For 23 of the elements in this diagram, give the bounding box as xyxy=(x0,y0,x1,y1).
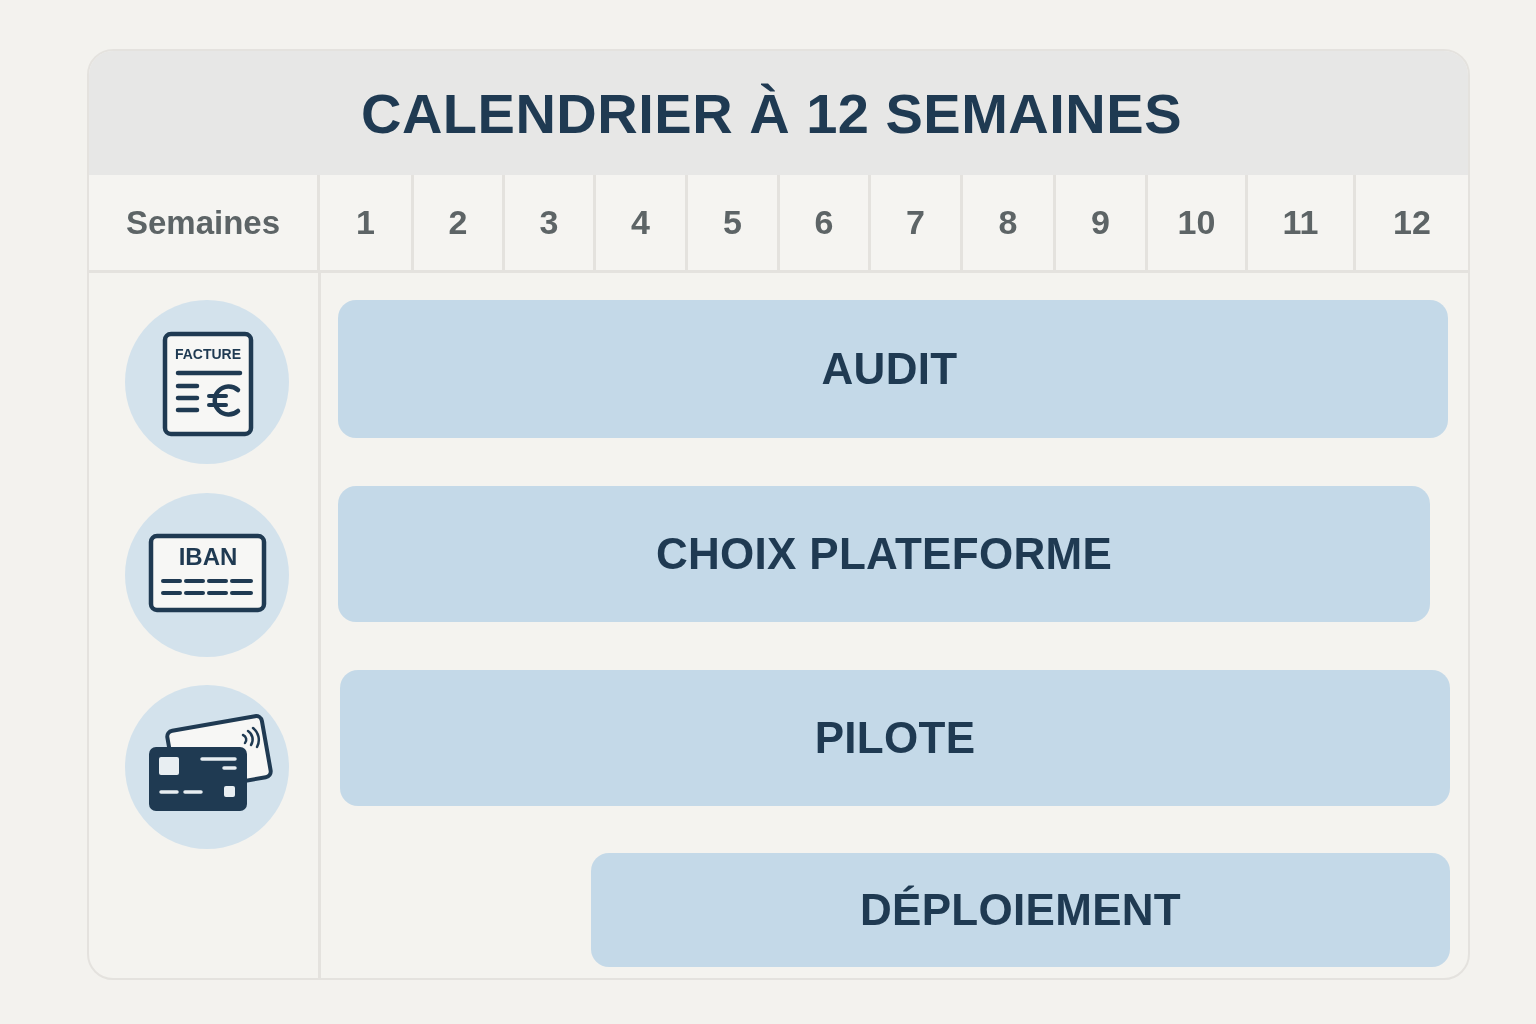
diagram-title: CALENDRIER À 12 SEMAINES xyxy=(361,80,1182,146)
phase-label: CHOIX PLATEFORME xyxy=(655,529,1113,579)
week-number: 4 xyxy=(596,175,688,273)
week-number: 7 xyxy=(871,175,963,273)
phase-label: AUDIT xyxy=(821,344,958,394)
week-number: 2 xyxy=(414,175,505,273)
week-number: 9 xyxy=(1056,175,1148,273)
phase-bar xyxy=(338,300,1448,438)
week-number: 3 xyxy=(505,175,596,273)
phase-label: DÉPLOIEMENT xyxy=(859,885,1182,935)
row-header: Semaines xyxy=(89,175,320,273)
week-number: 1 xyxy=(320,175,414,273)
phase-bar xyxy=(340,670,1450,806)
week-number: 10 xyxy=(1148,175,1248,273)
week-number: 6 xyxy=(780,175,871,273)
phase-bar xyxy=(591,853,1450,967)
phase-bar xyxy=(338,486,1430,622)
icon-caption: IBAN xyxy=(178,545,238,569)
week-number: 5 xyxy=(688,175,780,273)
week-number: 11 xyxy=(1248,175,1356,273)
week-number: 8 xyxy=(963,175,1056,273)
phase-label: PILOTE xyxy=(814,713,976,763)
icon-caption: FACTURE xyxy=(174,347,242,361)
